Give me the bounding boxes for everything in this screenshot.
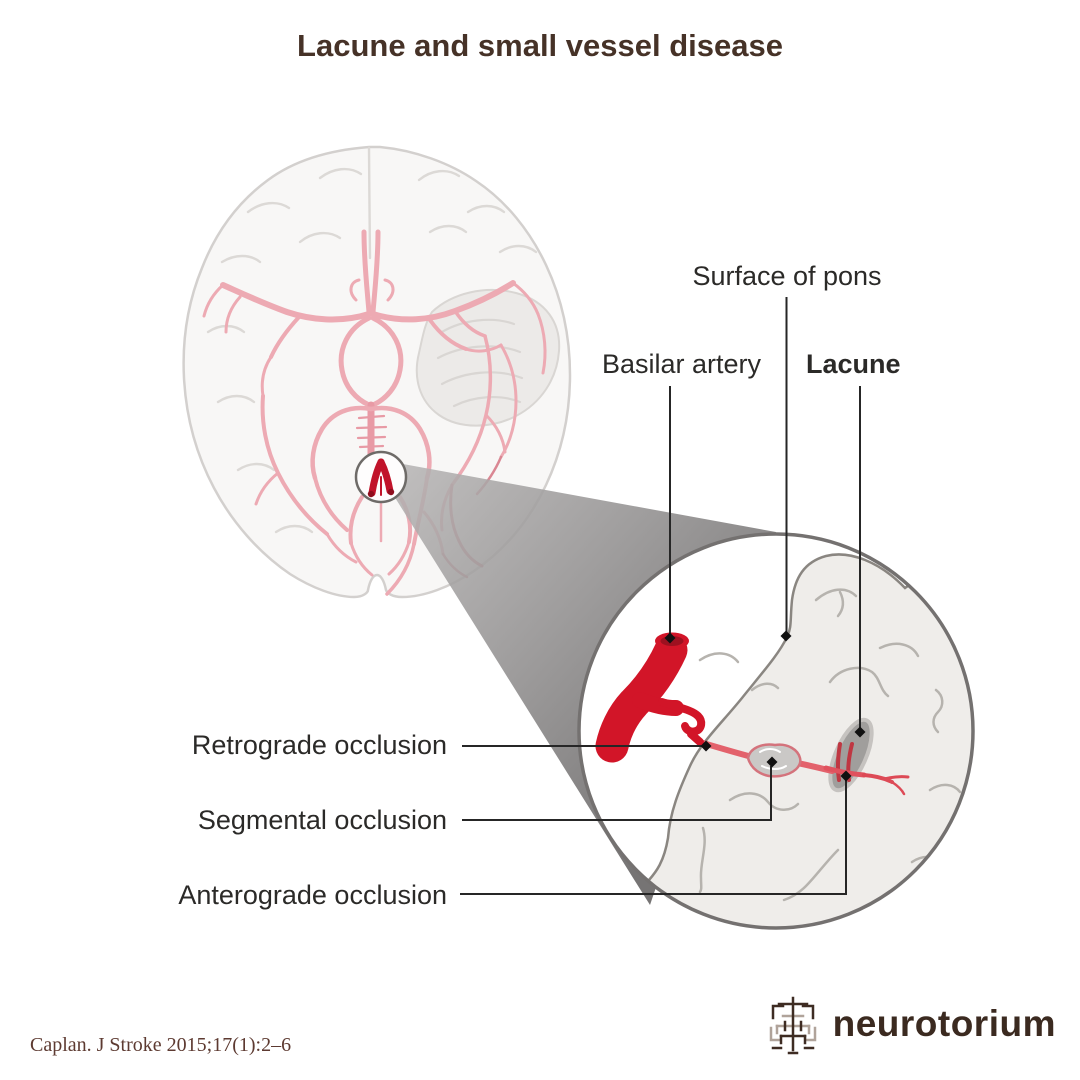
label-basilar-artery: Basilar artery: [601, 349, 761, 379]
segmental-occlusion-shape: [746, 743, 802, 778]
label-lacune: Lacune: [806, 349, 901, 379]
diamond-surface-of-pons: [780, 630, 792, 642]
label-anterograde-occlusion: Anterograde occlusion: [178, 880, 447, 910]
logo-wordmark: neurotorium: [832, 1003, 1056, 1044]
leader-lines: [460, 297, 861, 895]
inset-circle-border: [577, 532, 975, 930]
page-title: Lacune and small vessel disease: [297, 28, 783, 63]
label-segmental-occlusion: Segmental occlusion: [197, 805, 447, 835]
basilar-bifurcation-glyph: [368, 458, 394, 497]
diamond-anterograde: [840, 770, 852, 782]
brain-arteries: [202, 229, 547, 596]
diamond-segmental: [766, 756, 778, 768]
diamond-basilar-artery: [664, 632, 676, 644]
diamond-lacune: [854, 726, 866, 738]
neurotorium-logo: neurotorium: [763, 992, 1056, 1056]
diamond-retrograde: [700, 740, 712, 752]
brain-gyri: [206, 146, 538, 534]
neurotorium-tree-icon: [769, 996, 816, 1055]
pons-texture-lines: [698, 588, 962, 902]
inset-circle: [577, 532, 975, 930]
label-surface-of-pons: Surface of pons: [692, 261, 882, 291]
magnifier-source-circle: [354, 450, 408, 504]
label-retrograde-occlusion: Retrograde occlusion: [191, 730, 447, 760]
marker-diamonds: [664, 630, 866, 782]
leader-anterograde: [460, 780, 847, 895]
citation-text: Caplan. J Stroke 2015;17(1):2–6: [30, 1034, 292, 1056]
leader-segmental: [462, 766, 772, 821]
